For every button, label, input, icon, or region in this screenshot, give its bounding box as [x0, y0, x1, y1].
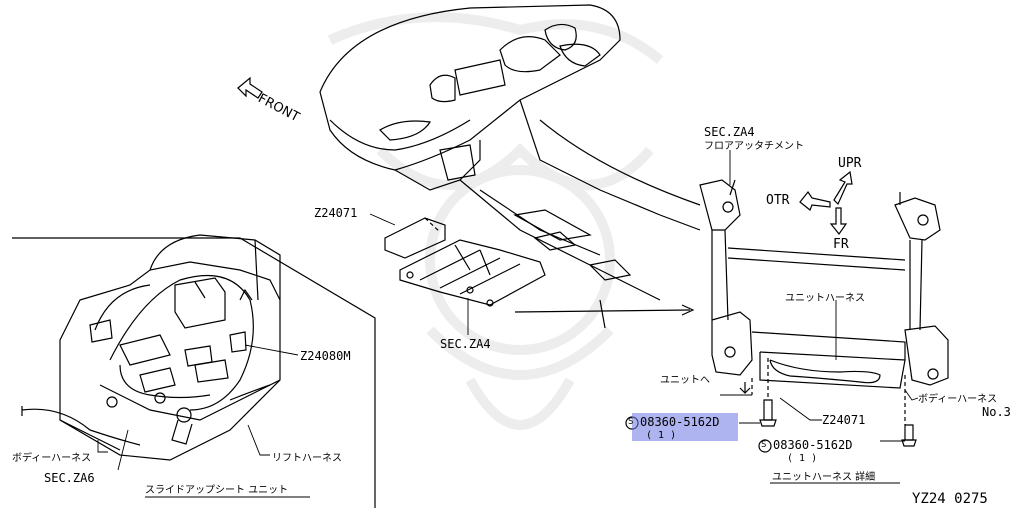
label-unit-harness-detail: ユニットハーネス 詳細 [772, 472, 876, 483]
label-fr: FR [833, 237, 849, 252]
label-slide-up-seat-unit: スライドアップシート ユニット [145, 485, 289, 496]
slide-up-seat-unit [21, 234, 281, 461]
label-unit-harness: ユニットハーネス [785, 293, 865, 304]
label-upr: UPR [838, 156, 862, 171]
label-z24071-right: Z24071 [822, 413, 866, 427]
label-no3: No.3 [982, 405, 1011, 419]
part-number-second[interactable]: 08360-5162D [773, 438, 853, 452]
screw-highlighted [759, 399, 777, 427]
label-lift-harness: リフトハーネス [272, 453, 342, 464]
label-z24080m: Z24080M [300, 349, 351, 363]
detail-arrow [514, 304, 695, 316]
label-z24071-top: Z24071 [314, 206, 358, 220]
label-sec-za4-bottom: SEC.ZA4 [440, 337, 491, 351]
label-body-harness-no3: ボディーハーネス [918, 394, 998, 405]
label-sec-za6: SEC.ZA6 [44, 471, 95, 485]
part-number-highlighted[interactable]: 08360-5162D [640, 415, 720, 429]
label-body-harness-left: ボディーハーネス [12, 453, 92, 464]
label-floor-attachment: フロアアッタチメント [704, 141, 804, 152]
label-sec-za4-right: SEC.ZA4 [704, 125, 755, 139]
floor-bracket-assembly [384, 217, 546, 307]
s-symbol-second [758, 439, 772, 453]
label-unit-to: ユニットへ [660, 375, 710, 386]
inset-frame [12, 237, 376, 508]
leader-lines [369, 150, 919, 442]
part-qty-highlighted: ( 1 ) [646, 430, 677, 441]
direction-arrows [799, 170, 853, 236]
s-mark-second: S [761, 440, 767, 450]
watermark-logo [327, 12, 664, 430]
seat-frame-detail [699, 179, 949, 425]
s-mark-highlighted: S [628, 417, 634, 427]
label-otr: OTR [766, 193, 790, 208]
part-qty-second: ( 1 ) [787, 453, 818, 464]
screw-second [901, 424, 917, 447]
figure-code: YZ24 0275 [912, 491, 988, 507]
dashboard-outline [319, 4, 701, 329]
front-arrow [237, 76, 263, 99]
inset-leaders [97, 344, 900, 498]
part-highlight-box [632, 413, 738, 441]
